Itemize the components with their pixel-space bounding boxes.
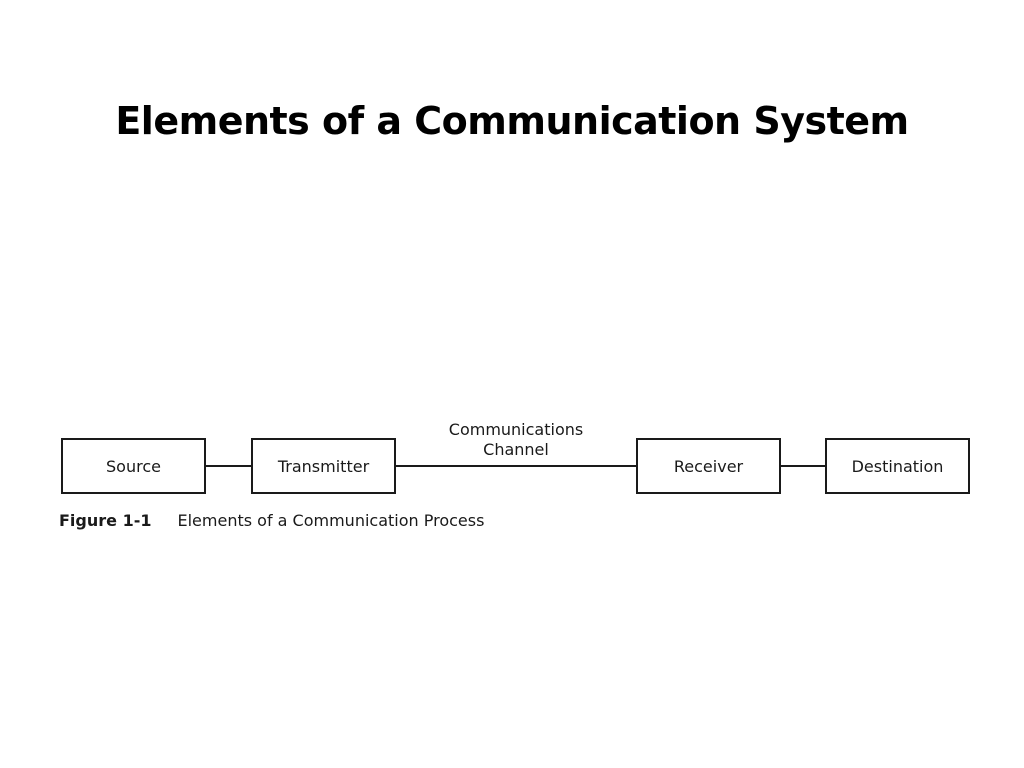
node-destination: Destination	[825, 438, 970, 494]
slide-title: Elements of a Communication System	[115, 99, 909, 144]
figure-caption-text: Elements of a Communication Process	[177, 511, 485, 530]
edge-receiver-destination	[781, 465, 825, 467]
node-transmitter: Transmitter	[251, 438, 396, 494]
figure-caption: Figure 1-1 Elements of a Communication Pr…	[59, 510, 484, 532]
channel-label-line1: Communications	[448, 420, 584, 439]
node-receiver: Receiver	[636, 438, 781, 494]
edge-transmitter-receiver	[396, 465, 636, 467]
node-source: Source	[61, 438, 206, 494]
edge-source-transmitter	[206, 465, 251, 467]
figure-number: Figure 1-1	[59, 511, 152, 530]
channel-label-line2: Channel	[483, 440, 549, 459]
channel-label: Communications Channel	[396, 420, 636, 460]
